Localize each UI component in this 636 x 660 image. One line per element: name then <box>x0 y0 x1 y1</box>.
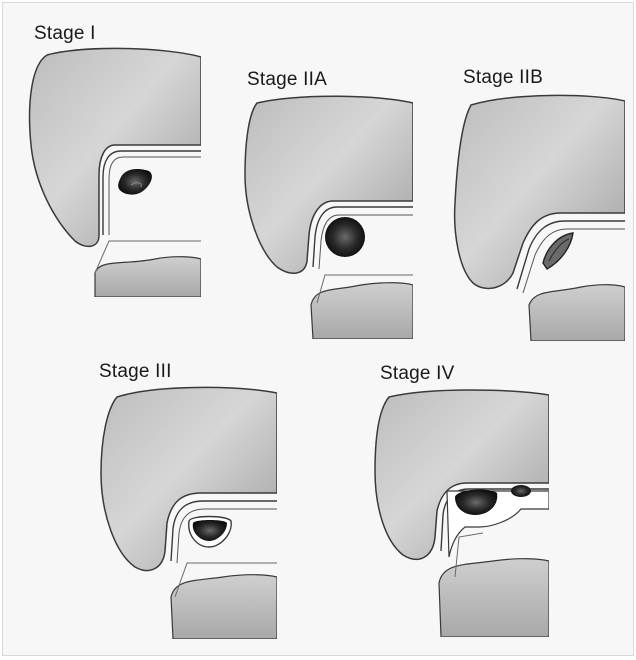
stage-iia-label: Stage IIA <box>247 69 327 91</box>
lesion <box>325 217 365 257</box>
stage-i-label: Stage I <box>34 23 96 45</box>
talus-dome <box>101 387 277 570</box>
stage-iv-panel <box>371 387 549 637</box>
stage-iib-label: Stage IIB <box>463 67 543 89</box>
lesion-fragment <box>511 485 531 497</box>
tibia-bone <box>529 285 625 341</box>
articular-cartilage <box>103 151 201 235</box>
stage-i-panel <box>25 45 201 297</box>
tibia-bone <box>171 575 277 639</box>
stage-iii-label: Stage III <box>99 361 172 383</box>
stage-iii-panel <box>95 383 277 639</box>
tibia-bone <box>95 257 201 297</box>
stage-iib-panel <box>451 93 625 341</box>
lesion <box>543 233 573 269</box>
talus-dome <box>30 48 201 246</box>
talus-dome <box>455 95 625 288</box>
articular-cartilage <box>517 221 625 289</box>
talus-dome <box>375 390 549 559</box>
stage-iia-panel <box>241 91 413 339</box>
tibia-bone <box>311 283 413 339</box>
stage-iv-label: Stage IV <box>380 363 454 385</box>
lesion <box>118 169 152 195</box>
